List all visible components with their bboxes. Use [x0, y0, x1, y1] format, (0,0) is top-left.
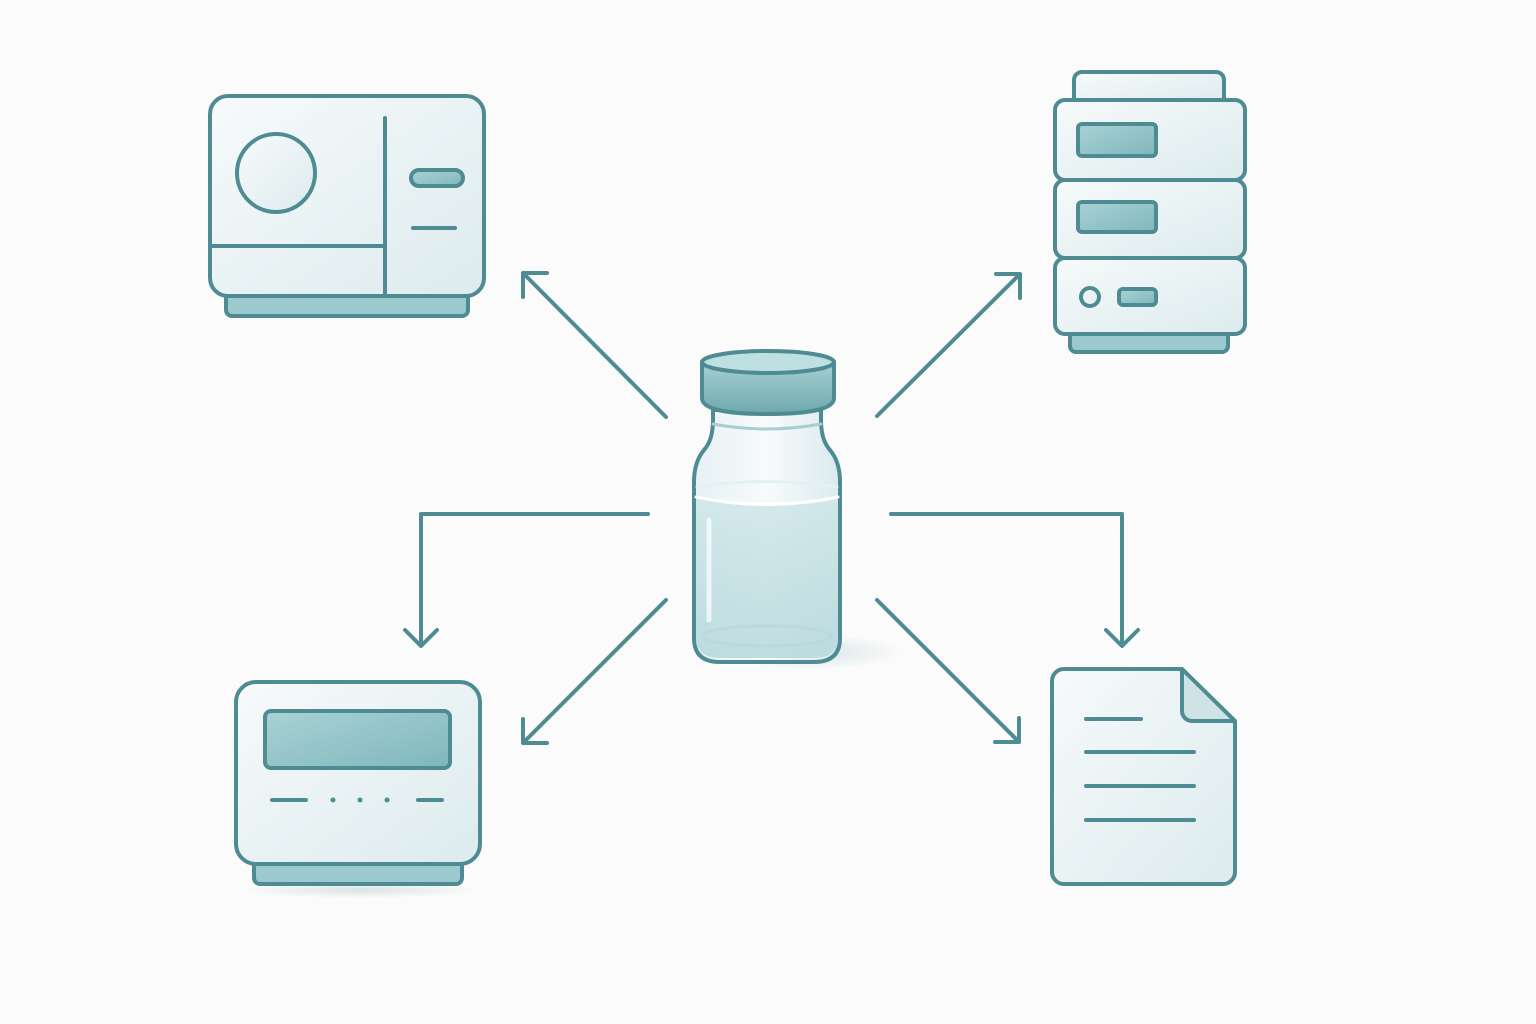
vial-icon [692, 349, 902, 670]
server-stack-icon [1053, 70, 1247, 354]
document-icon [1050, 667, 1237, 886]
arrow-to-document-elbow [889, 512, 1140, 648]
arrow-to-analyzer [521, 271, 668, 419]
arrow-to-display-elbow [403, 512, 650, 648]
display-device-icon [234, 680, 482, 898]
arrow-to-server [875, 272, 1022, 418]
arrow-to-document-diagonal [875, 598, 1021, 744]
arrow-to-display-diagonal [521, 598, 668, 745]
arrows [403, 271, 1140, 745]
analyzer-instrument-icon [208, 94, 486, 318]
